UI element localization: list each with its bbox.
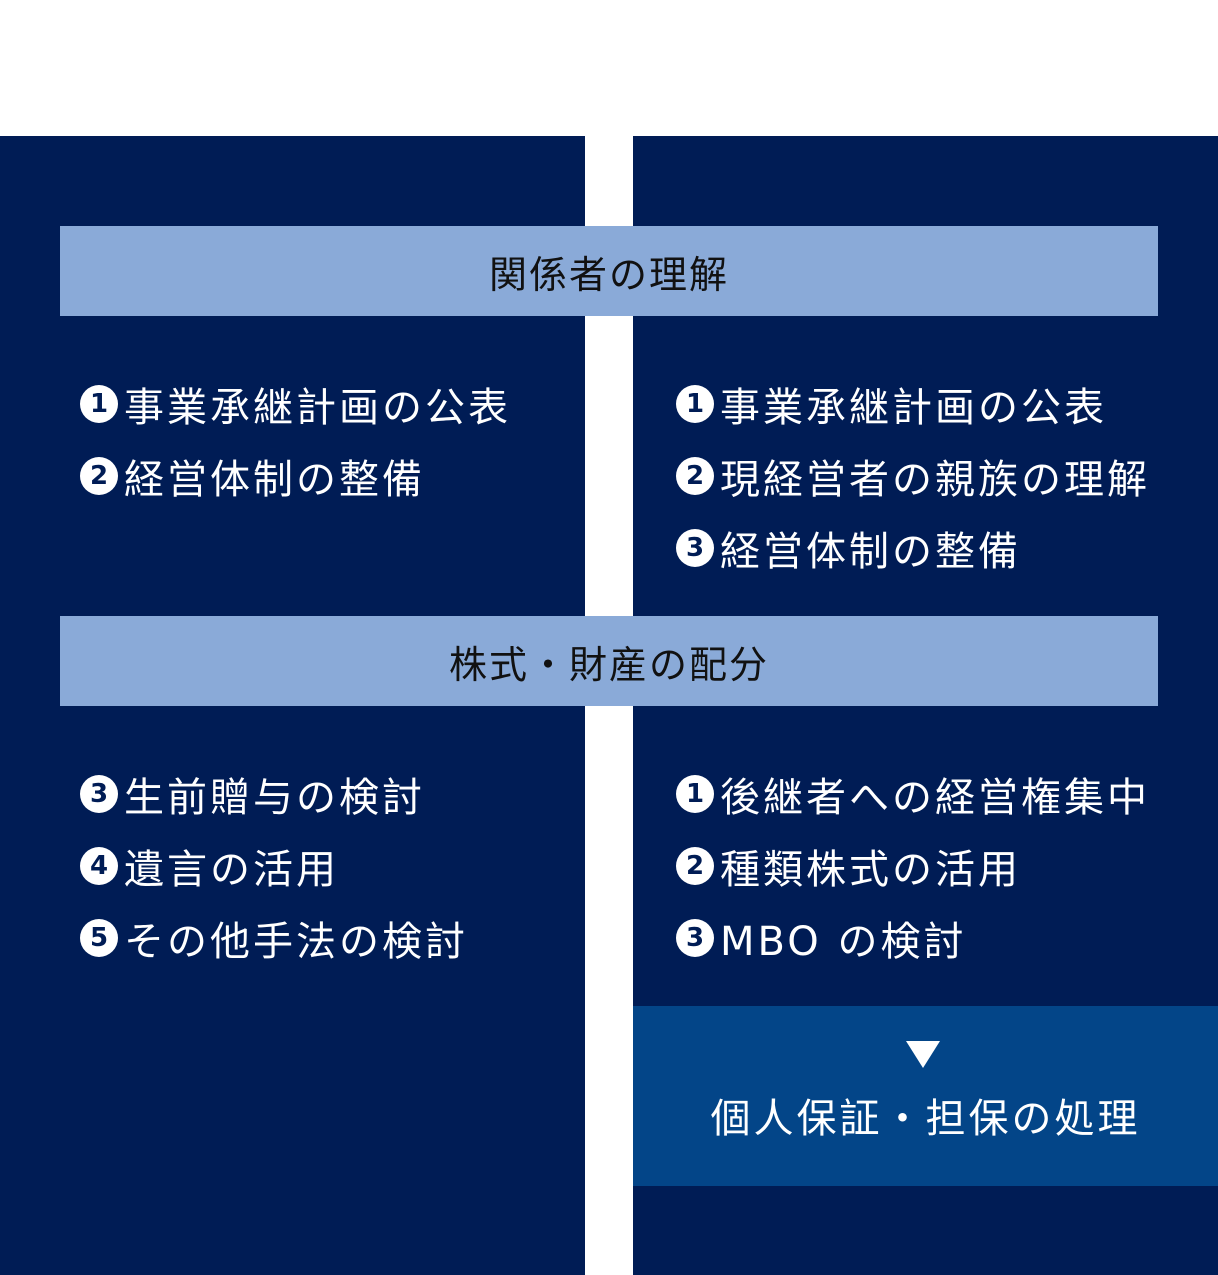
number-badge: 2 — [676, 457, 714, 495]
guarantee-box: 個人保証・担保の処理 — [633, 1006, 1218, 1186]
number-badge: 3 — [676, 529, 714, 567]
number-badge: 2 — [80, 457, 118, 495]
section-title: 株式・財産の配分 — [448, 642, 769, 687]
list-item-text: MBO の検討 — [720, 919, 967, 965]
list-item-text: その他手法の検討 — [124, 919, 468, 965]
section-header-stakeholders: 関係者の理解 — [60, 226, 1158, 316]
number-badge: 5 — [80, 919, 118, 957]
number-badge: 4 — [80, 847, 118, 885]
down-triangle-icon — [906, 1041, 940, 1068]
number-badge: 1 — [80, 385, 118, 423]
number-badge: 3 — [676, 919, 714, 957]
list-item-text: 生前贈与の検討 — [124, 775, 425, 821]
section-title: 関係者の理解 — [488, 252, 729, 297]
list-item-text: 事業承継計画の公表 — [124, 385, 511, 431]
list-item-text: 事業承継計画の公表 — [720, 385, 1107, 431]
list-item-text: 経営体制の整備 — [720, 529, 1021, 575]
number-badge: 1 — [676, 385, 714, 423]
list-item-text: 遺言の活用 — [124, 847, 339, 893]
section-header-shares-assets: 株式・財産の配分 — [60, 616, 1158, 706]
number-badge: 1 — [676, 775, 714, 813]
number-badge: 3 — [80, 775, 118, 813]
number-badge: 2 — [676, 847, 714, 885]
list-item-text: 後継者への経営権集中 — [720, 775, 1150, 821]
list-item-text: 種類株式の活用 — [720, 847, 1021, 893]
list-item-text: 経営体制の整備 — [124, 457, 425, 503]
guarantee-label: 個人保証・担保の処理 — [710, 1096, 1141, 1142]
list-item-text: 現経営者の親族の理解 — [720, 457, 1150, 503]
